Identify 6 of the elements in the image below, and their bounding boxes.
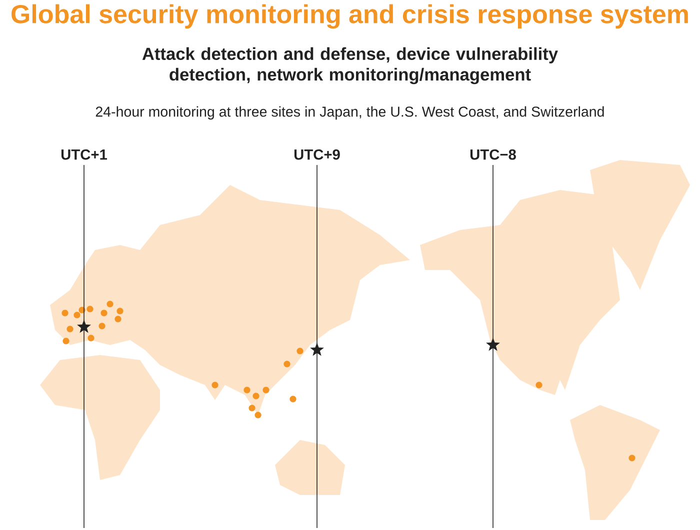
subtitle: Attack detection and defense, device vulnerability detection, network monitoring/management — [142, 47, 558, 84]
time-zone-label: UTC+1 — [61, 149, 108, 160]
description: 24-hour monitoring at three sites in Japan, the U.S. West Coast, and Switzerland — [96, 106, 604, 120]
time-zone-label: UTC−8 — [470, 149, 516, 160]
time-zone-label: UTC+9 — [294, 149, 340, 160]
title: Global security monitoring and crisis response system — [12, 4, 688, 29]
